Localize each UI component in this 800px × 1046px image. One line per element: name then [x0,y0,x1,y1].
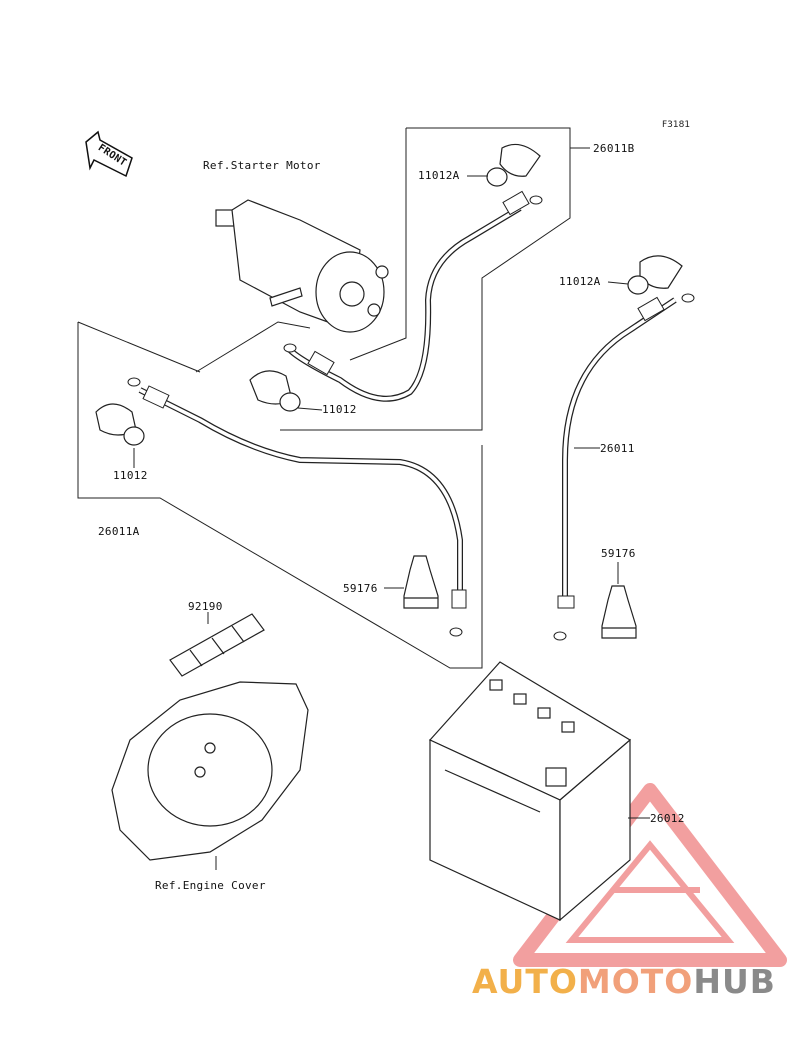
terminal-cap-drawings [95,143,683,446]
starter-motor-drawing [215,199,389,333]
engine-cover-drawing [111,681,309,861]
part-label-26011A: 26011A [98,525,140,538]
group-box-26011A [77,321,483,669]
group-box-26011B [280,127,590,431]
part-label-11012-mid: 11012 [322,403,357,416]
ref-starter-motor-label: Ref.Starter Motor [203,159,321,172]
part-label-92190: 92190 [188,600,223,613]
part-label-11012A-top: 11012A [418,169,460,182]
ref-engine-cover-label: Ref.Engine Cover [155,879,266,892]
part-label-11012A-right: 11012A [559,275,601,288]
tube-drawing [169,613,265,677]
part-label-11012-left: 11012 [113,469,148,482]
part-label-26011B: 26011B [593,142,635,155]
watermark-part1: AUTO [472,962,578,1001]
part-label-59176-right: 59176 [601,547,636,560]
boot-drawings [403,555,637,639]
figure-code: F3181 [662,120,691,130]
watermark-part3: HUB [693,962,776,1001]
watermark-logo: AUTOMOTOHUB [472,962,776,1001]
front-arrow-icon [85,130,133,178]
battery-drawing [429,661,632,922]
cable-26011B-drawing [283,190,543,402]
part-label-26012: 26012 [650,812,685,825]
part-label-59176-left: 59176 [343,582,378,595]
watermark-part2: MOTO [577,962,694,1001]
part-label-26011: 26011 [600,442,635,455]
cable-26011-drawing [553,293,695,641]
cable-26011A-drawing [127,377,467,637]
leader-lines [133,175,650,870]
